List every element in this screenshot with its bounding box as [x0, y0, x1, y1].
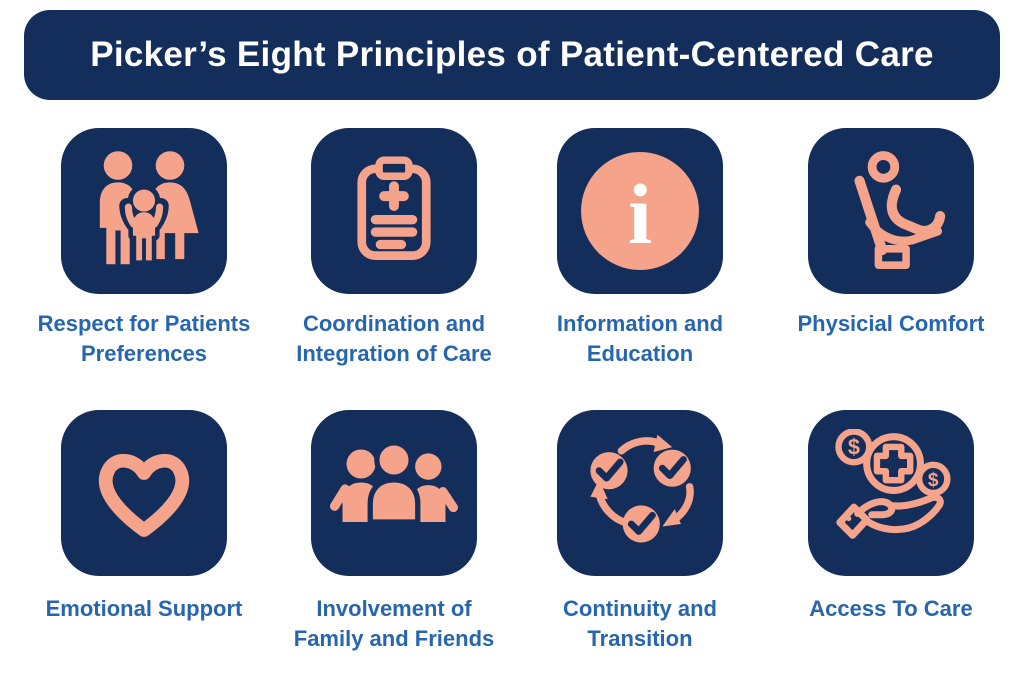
principle-tile	[311, 410, 477, 576]
principle-tile: $ $	[808, 410, 974, 576]
principle-tile	[61, 128, 227, 294]
principle-card-emotional: Emotional Support	[24, 410, 264, 624]
reclining-seat-icon	[854, 151, 946, 269]
principle-card-continuity: Continuity and Transition	[520, 410, 760, 654]
principle-tile	[61, 410, 227, 576]
dollar-glyph: $	[928, 470, 939, 491]
principle-label: Information and Education	[556, 311, 724, 366]
info-circle-icon: i	[581, 152, 699, 270]
heart-icon	[98, 453, 190, 538]
page-title: Picker’s Eight Principles of Patient-Cen…	[90, 35, 934, 74]
clipboard-medical-icon	[357, 156, 431, 260]
principle-tile	[557, 410, 723, 576]
principle-card-access: $ $ Access To Care	[771, 410, 1011, 624]
family-icon	[99, 151, 199, 265]
hand-medical-dollar-icon: $ $	[835, 429, 951, 539]
principle-label: Access To Care	[809, 596, 973, 621]
principle-tile	[808, 128, 974, 294]
principle-card-respect: Respect for Patients Preferences	[24, 128, 264, 369]
principle-label: Involvement of Family and Friends	[293, 596, 495, 651]
dollar-glyph: $	[848, 435, 860, 460]
cycle-checkmarks-icon	[590, 434, 694, 543]
title-banner: Picker’s Eight Principles of Patient-Cen…	[24, 10, 1000, 100]
principle-label: Continuity and Transition	[563, 596, 717, 651]
principle-label: Emotional Support	[45, 596, 243, 621]
principle-label: Coordination and Integration of Care	[296, 311, 492, 366]
principle-tile	[311, 128, 477, 294]
principle-card-involvement: Involvement of Family and Friends	[274, 410, 514, 654]
people-group-icon	[329, 440, 459, 525]
principle-card-coordination: Coordination and Integration of Care	[274, 128, 514, 369]
principle-label: Respect for Patients Preferences	[37, 311, 251, 366]
info-glyph: i	[628, 167, 652, 262]
principle-label: Physicial Comfort	[797, 311, 985, 336]
principle-card-comfort: Physicial Comfort	[771, 128, 1011, 339]
principle-tile: i	[557, 128, 723, 294]
principle-card-information: i Information and Education	[520, 128, 760, 369]
